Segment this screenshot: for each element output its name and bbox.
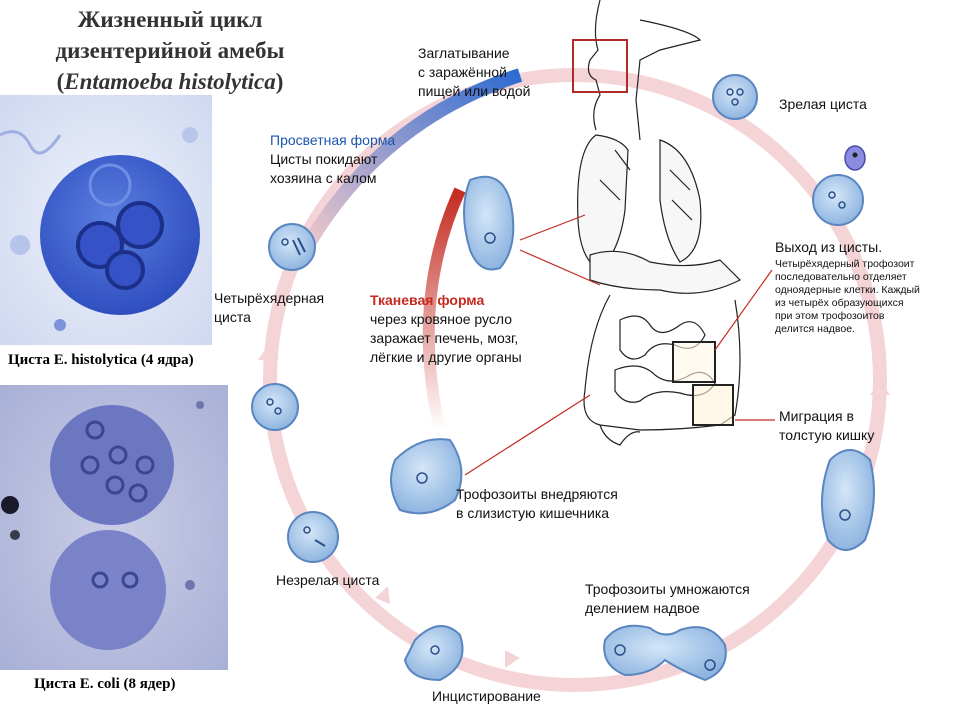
title-latin-name: Entamoeba histolytica	[64, 69, 276, 94]
title-line-2: дизентерийной амебы	[55, 38, 285, 63]
multiply-label: Трофозоиты умножаются делением надвое	[585, 581, 750, 616]
excystation-title: Выход из цисты.	[775, 239, 883, 255]
tissue-trophozoite-image	[463, 175, 515, 271]
leader-lines	[464, 214, 775, 476]
diagram-title: Жизненный цикл дизентерийной амебы (Enta…	[20, 4, 320, 97]
immature-cyst-image	[287, 511, 339, 563]
luminal-form-detail: Цисты покидают хозяина с калом	[270, 151, 378, 186]
title-line-1: Жизненный цикл	[77, 7, 263, 32]
encystation-image	[403, 625, 464, 682]
coli-caption: Циста E. coli (8 ядер)	[34, 676, 176, 692]
invasion-label: Трофозоиты внедряются в слизистую кишечн…	[456, 486, 618, 521]
binary-fission-image	[603, 624, 727, 682]
luminal-arc	[298, 68, 523, 254]
mature-cyst-label: Зрелая циста	[779, 96, 867, 112]
ingestion-highlight-box	[572, 39, 628, 93]
anatomy-figure	[577, 0, 742, 446]
coli-cyst-photo	[0, 385, 228, 670]
tissue-form-detail: через кровяное русло заражает печень, мо…	[370, 311, 522, 365]
intestine-highlight-box-2	[692, 384, 734, 426]
excystation-detail: Четырёхядерный трофозоит последовательно…	[775, 258, 920, 335]
invading-trophozoite-image	[390, 438, 463, 515]
encystation-label: Инцистирование	[432, 688, 541, 704]
intestine-highlight-box-1	[672, 341, 716, 383]
ingestion-label: Заглатывание с заражённой пищей или водо…	[418, 45, 531, 99]
binucleate-cyst-image	[251, 383, 299, 431]
histolytica-caption: Циста E. histolytica (4 ядра)	[8, 352, 194, 368]
excystation-image	[812, 145, 866, 226]
luminal-form-title: Просветная форма	[270, 132, 396, 148]
four-nucleus-cyst-label: Четырёхядерная циста	[214, 290, 325, 325]
immature-cyst-label: Незрелая циста	[276, 572, 380, 588]
migrating-trophozoite-image	[821, 449, 875, 551]
tissue-form-title: Тканевая форма	[370, 292, 485, 308]
tissue-arc	[422, 187, 466, 432]
mature-cyst-image	[712, 74, 758, 120]
histolytica-cyst-photo	[0, 95, 212, 345]
four-nucleus-cyst-image	[268, 223, 316, 271]
migration-label: Миграция в толстую кишку	[779, 408, 875, 443]
